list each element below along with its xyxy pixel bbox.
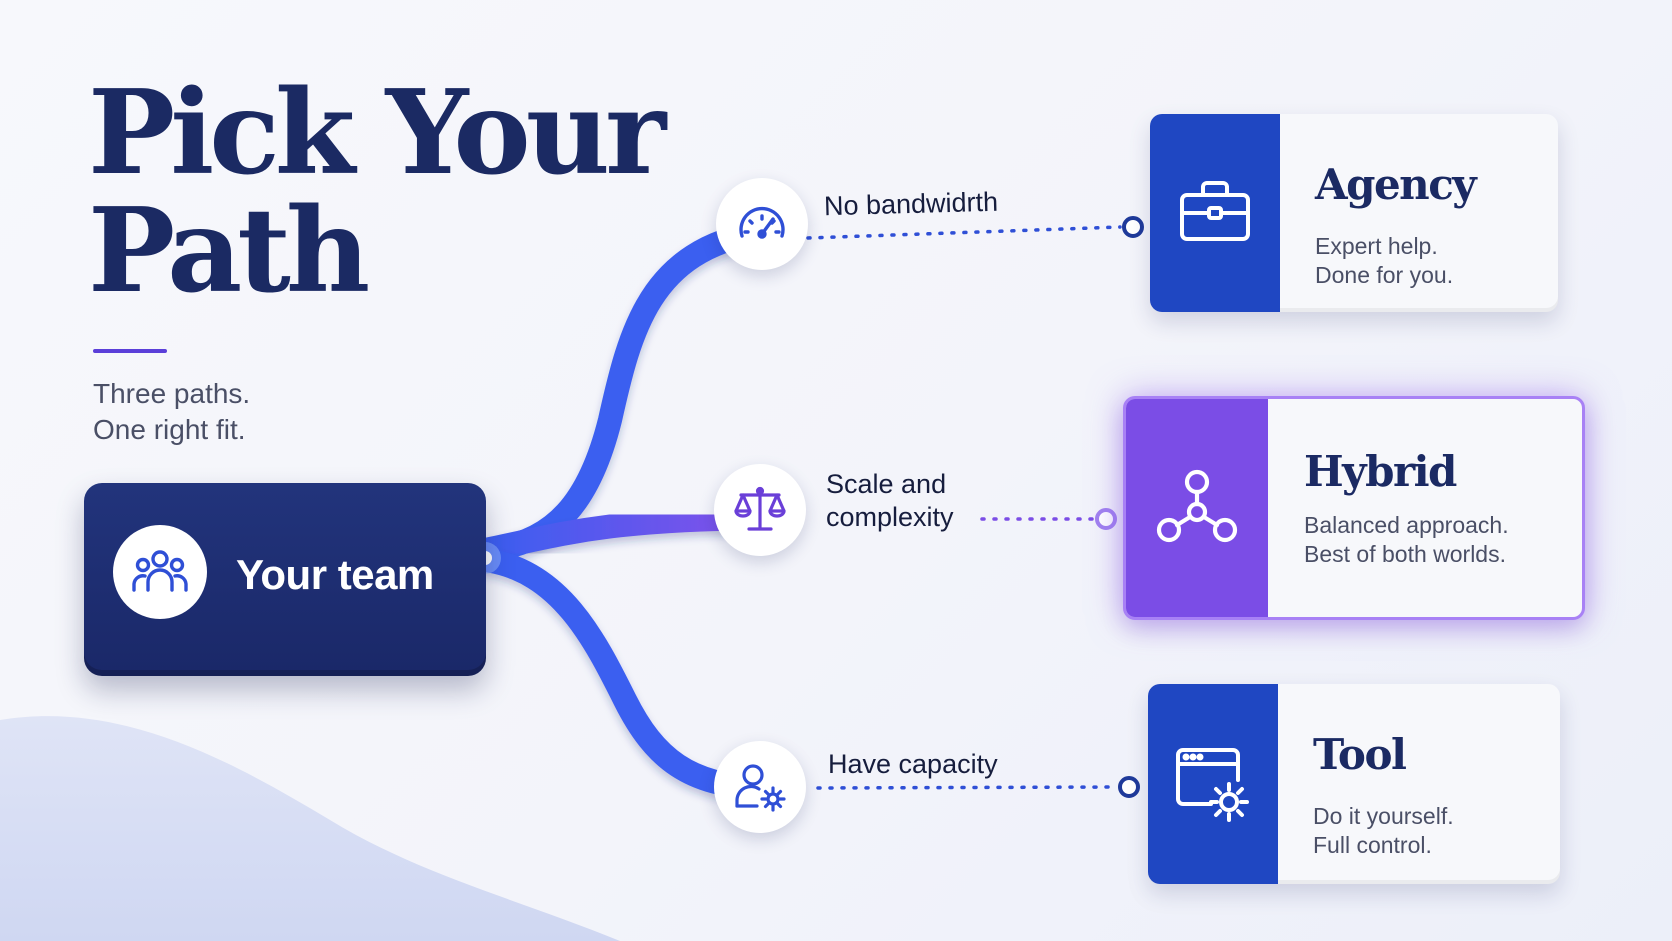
subtitle: Three paths. One right fit. (93, 376, 250, 448)
subtitle-line-2: One right fit. (93, 414, 246, 445)
card-tool-desc: Do it yourself. Full control. (1313, 803, 1454, 858)
network-icon (1156, 469, 1238, 543)
condition-label-middle: Scale and complexity (826, 469, 954, 532)
subtitle-line-1: Three paths. (93, 378, 251, 409)
node-no-bandwidth (716, 178, 808, 270)
title-line-2: Path (88, 183, 370, 319)
card-hybrid: Hybrid Balanced approach. Best of both w… (1123, 396, 1585, 620)
card-agency-name: Agency (1315, 160, 1477, 209)
card-agency: Agency Expert help. Done for you. (1150, 114, 1558, 312)
title-divider (93, 349, 167, 353)
card-hybrid-desc: Balanced approach. Best of both worlds. (1304, 512, 1509, 567)
card-agency-icon-panel (1150, 114, 1280, 312)
condition-label-top: No bandwidrth (823, 186, 999, 222)
card-hybrid-name: Hybrid (1304, 447, 1457, 496)
your-team-box: Your team (84, 483, 486, 676)
connector-middle (473, 506, 772, 562)
gauge-icon (739, 206, 785, 239)
condition-label-bottom: Have capacity (828, 749, 998, 779)
card-agency-desc: Expert help. Done for you. (1315, 233, 1454, 288)
card-tool-name: Tool (1313, 730, 1407, 779)
card-tool: Tool Do it yourself. Full control. (1148, 684, 1560, 884)
connector-bottom (473, 548, 772, 800)
team-icon (113, 525, 207, 619)
user-gear-icon (735, 764, 786, 812)
briefcase-icon (1180, 181, 1250, 241)
leader-bottom-end (1118, 776, 1140, 798)
title-line-1: Pick Your (88, 65, 666, 201)
browser-gear-icon (1176, 748, 1249, 822)
leader-middle-end (1095, 508, 1117, 530)
scale-icon (734, 486, 786, 531)
leader-bottom (816, 785, 1117, 790)
page-title: Pick Your Path (88, 65, 666, 319)
card-tool-icon-panel (1148, 684, 1278, 884)
card-hybrid-icon-panel (1126, 399, 1268, 617)
leader-top-end (1122, 216, 1144, 238)
node-scale-complexity (714, 464, 806, 556)
node-have-capacity (714, 741, 806, 833)
leader-top (806, 225, 1122, 240)
your-team-label: Your team (236, 551, 434, 598)
